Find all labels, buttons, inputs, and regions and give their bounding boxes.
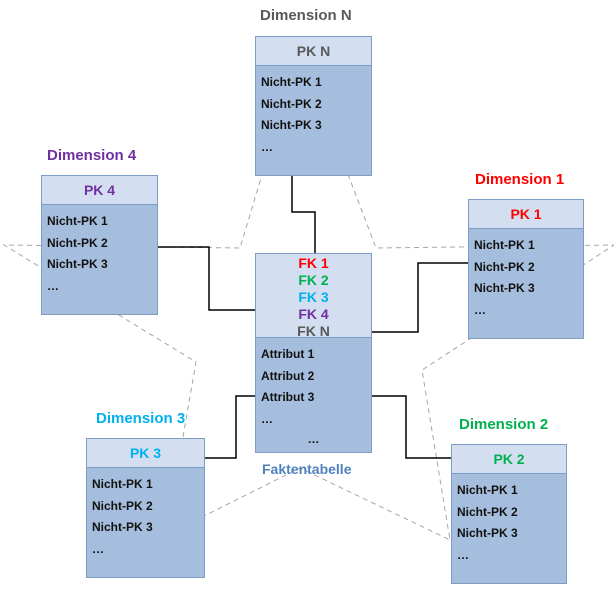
dimension-1-row: … [474, 302, 486, 317]
connector-fact-dim-4 [158, 246, 255, 311]
dimension-4-row: Nicht-PK 2 [47, 235, 108, 250]
dimension-n-row: … [261, 139, 273, 154]
fact-attribute-row: Attribut 3 [261, 390, 315, 404]
fact-table: FK 1 FK 2 FK 3 FK 4 FK N Attribut 1 Attr… [255, 253, 372, 453]
dimension-1-pk: PK 1 [469, 200, 583, 229]
fact-attribute-row: Attribut 1 [261, 347, 315, 361]
fact-table-foreign-keys: FK 1 FK 2 FK 3 FK 4 FK N [256, 254, 371, 339]
fact-attribute-row: … [307, 432, 320, 446]
dimension-2-label: Dimension 2 [459, 416, 549, 433]
dimension-4-pk: PK 4 [42, 176, 157, 205]
dimension-1-label: Dimension 1 [475, 171, 565, 188]
dimension-4-row: Nicht-PK 1 [47, 214, 108, 228]
connector-fact-dim-3 [205, 395, 255, 459]
dimension-n-row: Nicht-PK 2 [261, 96, 322, 111]
dimension-n-row: Nicht-PK 3 [261, 118, 322, 132]
dimension-2-row: Nicht-PK 2 [457, 504, 518, 519]
dimension-1-row: Nicht-PK 1 [474, 238, 535, 252]
fk-4: FK 4 [298, 306, 329, 322]
fk-3: FK 3 [298, 289, 329, 305]
dimension-3-table: PK 3 Nicht-PK 1 Nicht-PK 2 Nicht-PK 3 … [86, 438, 205, 578]
dimension-2-row: … [457, 547, 469, 562]
dimension-1-table: PK 1 Nicht-PK 1 Nicht-PK 2 Nicht-PK 3 … [468, 199, 584, 339]
dimension-2-pk: PK 2 [452, 445, 566, 474]
fact-table-caption: Faktentabelle [262, 461, 352, 477]
dimension-2-row: Nicht-PK 3 [457, 526, 518, 540]
fact-attribute-row: … [261, 411, 273, 426]
dimension-3-row: Nicht-PK 2 [92, 498, 153, 513]
dimension-3-row: … [92, 541, 104, 556]
fk-2: FK 2 [298, 272, 329, 288]
dimension-4-row: … [47, 278, 59, 293]
dimension-3-pk: PK 3 [87, 439, 204, 468]
dimension-3-row: Nicht-PK 1 [92, 477, 153, 491]
dimension-1-row: Nicht-PK 2 [474, 259, 535, 274]
dimension-n-pk: PK N [256, 37, 371, 66]
dimension-4-row: Nicht-PK 3 [47, 257, 108, 271]
dimension-3-row: Nicht-PK 3 [92, 520, 153, 534]
fact-attribute-row: Attribut 2 [261, 368, 315, 383]
fk-1: FK 1 [298, 255, 329, 271]
dimension-3-label: Dimension 3 [96, 410, 186, 427]
dimension-4-table: PK 4 Nicht-PK 1 Nicht-PK 2 Nicht-PK 3 … [41, 175, 158, 315]
connector-fact-dim-n [291, 176, 316, 254]
dimension-2-table: PK 2 Nicht-PK 1 Nicht-PK 2 Nicht-PK 3 … [451, 444, 567, 584]
dimension-n-table: PK N Nicht-PK 1 Nicht-PK 2 Nicht-PK 3 … [255, 36, 372, 176]
dimension-4-label: Dimension 4 [47, 147, 137, 164]
dimension-n-label: Dimension N [260, 7, 352, 24]
connector-fact-dim-2 [372, 395, 451, 459]
dimension-1-row: Nicht-PK 3 [474, 281, 535, 295]
dimension-2-row: Nicht-PK 1 [457, 483, 518, 497]
connector-fact-dim-1 [372, 262, 468, 333]
fk-n: FK N [297, 323, 330, 339]
dimension-n-row: Nicht-PK 1 [261, 75, 322, 89]
